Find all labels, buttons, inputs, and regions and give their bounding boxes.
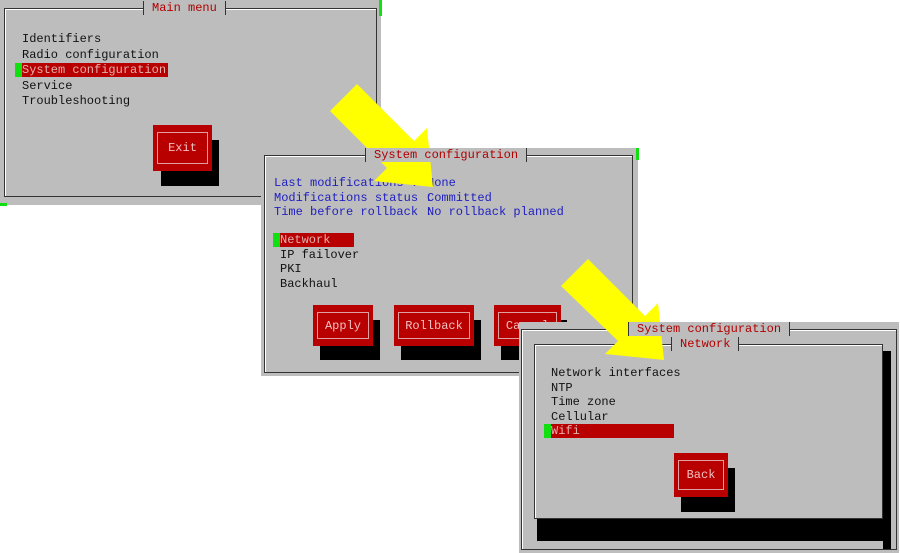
modifications-status-label: Modifications status : (274, 191, 433, 205)
dialog-shadow (883, 351, 891, 549)
dialog-shadow (537, 519, 891, 541)
apply-label: Apply (317, 312, 369, 339)
menu-item-radio-configuration[interactable]: Radio configuration (22, 48, 159, 62)
rollback-time-label: Time before rollback : (274, 205, 433, 219)
system-configuration-title: System configuration (365, 148, 528, 162)
back-label: Back (678, 460, 724, 490)
menu-item-backhaul[interactable]: Backhaul (280, 277, 338, 291)
menu-item-service[interactable]: Service (22, 79, 73, 93)
menu-item-cellular[interactable]: Cellular (551, 410, 609, 424)
rollback-button[interactable]: Rollback (394, 305, 474, 346)
modifications-status-value: Committed (427, 191, 492, 205)
back-button[interactable]: Back (674, 453, 728, 497)
cursor-marker (15, 63, 22, 77)
menu-item-wifi[interactable]: Wifi (551, 424, 674, 438)
rollback-label: Rollback (398, 312, 470, 339)
cursor-edge (0, 203, 7, 206)
parent-title: System configuration (628, 322, 791, 336)
arrow-icon (561, 259, 664, 360)
menu-item-time-zone[interactable]: Time zone (551, 395, 616, 409)
network-dialog: System configuration Network Network int… (519, 322, 899, 553)
menu-item-system-configuration[interactable]: System configuration (22, 63, 168, 77)
menu-item-network[interactable]: Network (280, 233, 354, 247)
main-menu-title: Main menu (143, 1, 226, 15)
menu-item-network-interfaces[interactable]: Network interfaces (551, 366, 681, 380)
network-title: Network (671, 337, 740, 351)
cursor-edge (379, 0, 382, 16)
last-modifications-value: None (427, 176, 456, 190)
arrow-icon (330, 84, 433, 187)
menu-item-identifiers[interactable]: Identifiers (22, 32, 102, 46)
cursor-edge (636, 148, 639, 160)
main-menu-dialog: Main menu Identifiers Radio configuratio… (0, 0, 381, 205)
exit-button[interactable]: Exit (153, 125, 212, 171)
exit-label: Exit (157, 132, 208, 164)
apply-button[interactable]: Apply (313, 305, 373, 346)
rollback-time-value: No rollback planned (427, 205, 564, 219)
menu-item-ntp[interactable]: NTP (551, 381, 573, 395)
cursor-marker (273, 233, 280, 247)
menu-item-troubleshooting[interactable]: Troubleshooting (22, 94, 131, 108)
menu-item-ip-failover[interactable]: IP failover (280, 248, 360, 262)
cursor-marker (544, 424, 551, 438)
menu-item-pki[interactable]: PKI (280, 262, 302, 276)
